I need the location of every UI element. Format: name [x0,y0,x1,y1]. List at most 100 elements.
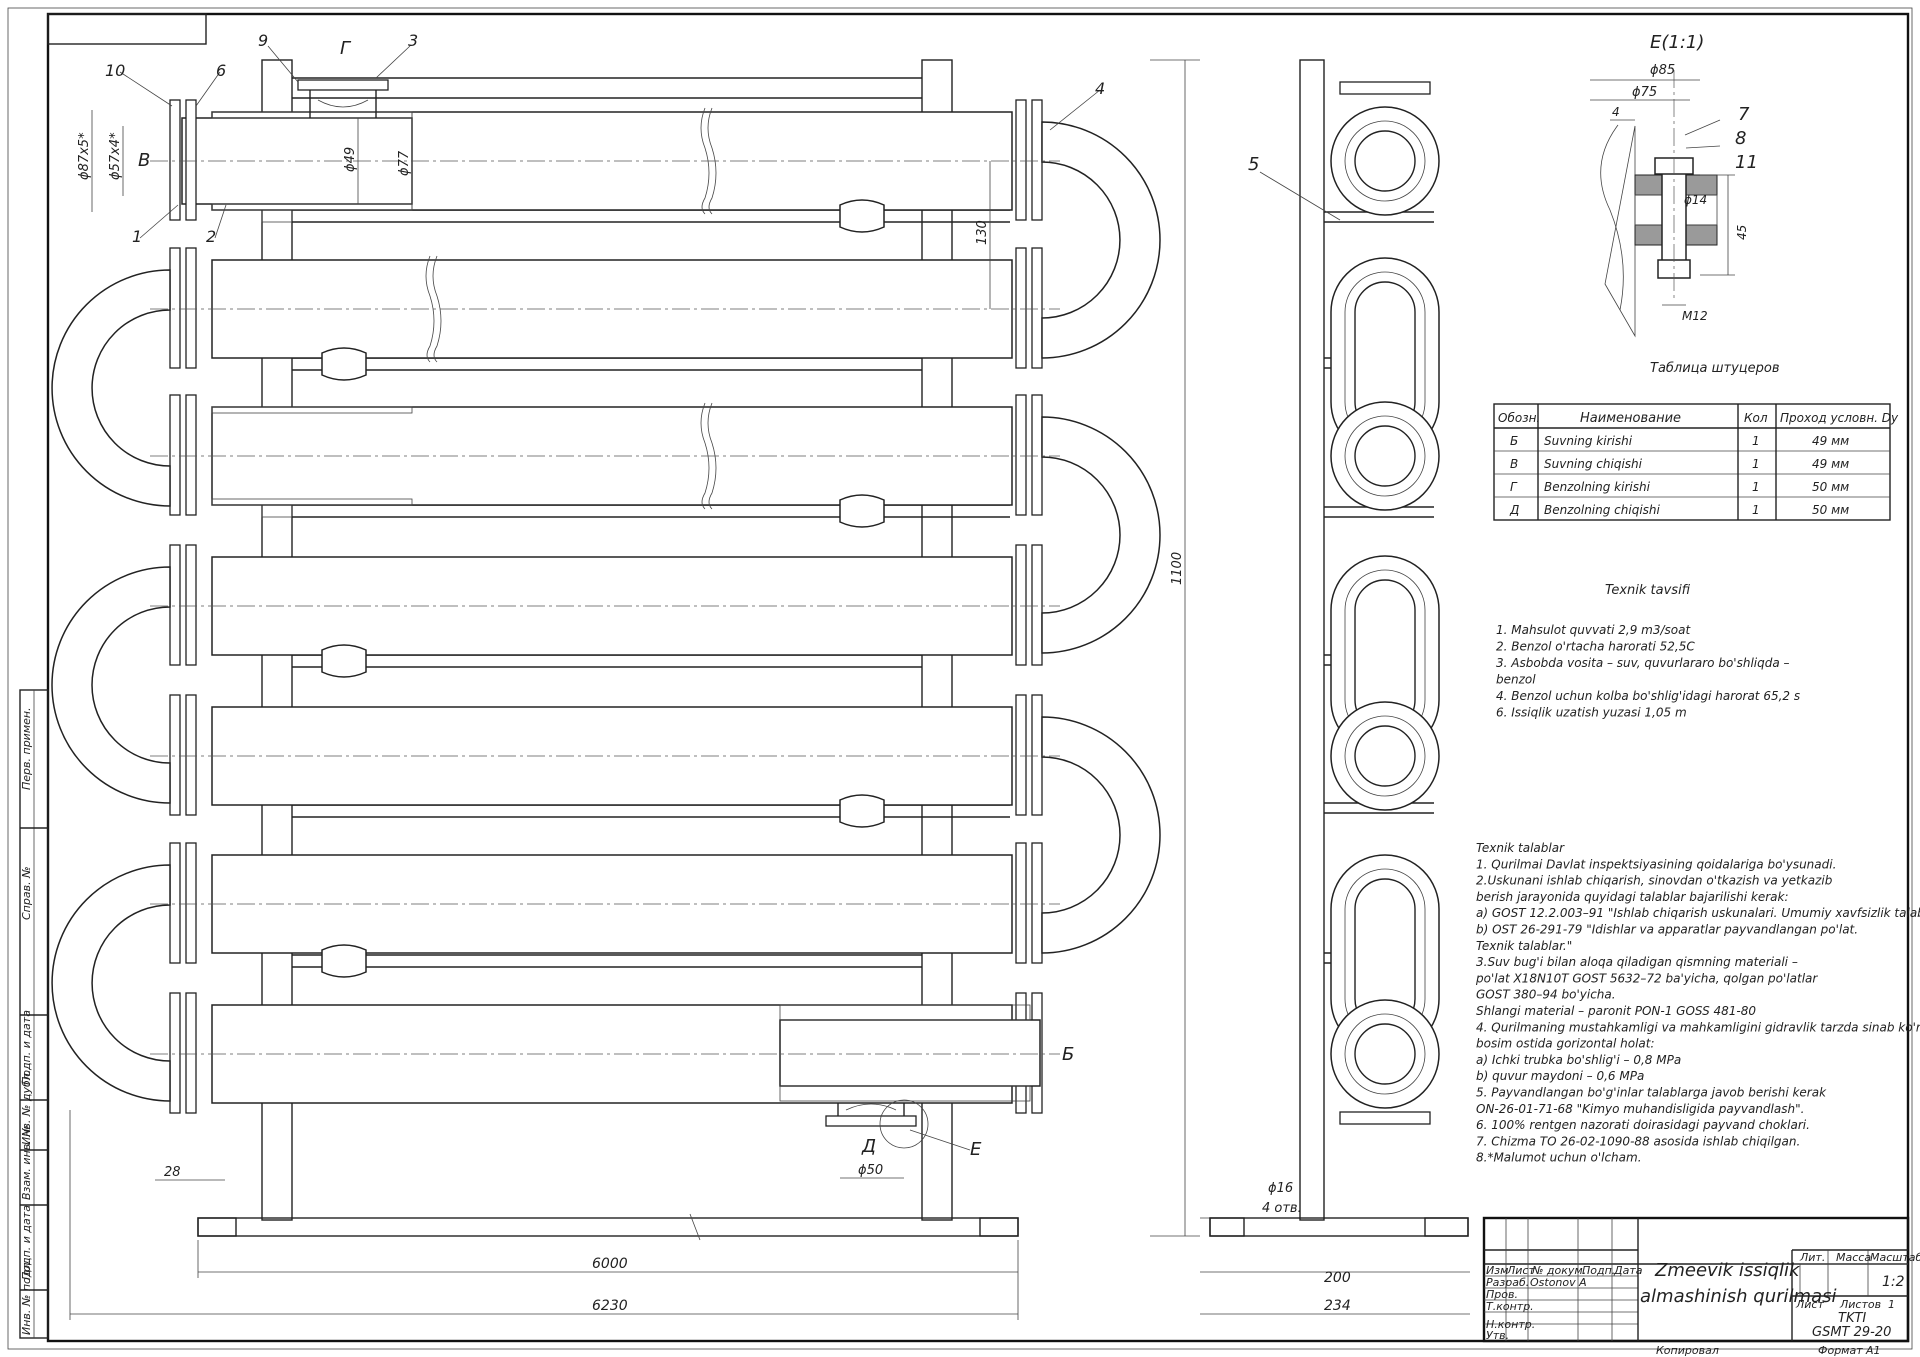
tb-razrab-name: Ostonov A [1530,1276,1587,1289]
tb-prov: Пров. [1486,1288,1518,1301]
side-view [1209,59,1469,1237]
nozzle-cell-r0-c1: Suvning kirishi [1544,434,1633,448]
tech-req-line-19: 8.*Malumot uchun o'lcham. [1476,1151,1642,1165]
tech-desc-line-3: benzol [1496,673,1536,687]
nozzle-cell-r3-c0: Д [1509,503,1519,517]
dim-d16: ϕ16 [1268,1181,1293,1196]
tb-scale: 1:2 [1882,1274,1905,1290]
section-d4: 4 [1612,105,1620,119]
callout-d: Д [861,1136,876,1157]
tech-desc-line-2: 3. Asbobda vosita – suv, quvurlararo bo'… [1496,656,1790,670]
tech-req-line-16: ON-26-01-71-68 "Kimyo muhandisligida pay… [1476,1102,1804,1116]
th-kol: Кол [1744,411,1768,425]
stamp-podp2: Подп. и дата [20,1205,33,1280]
dim-200: 200 [1324,1270,1351,1286]
callout-b: Б [1062,1044,1074,1065]
right-flanges [1015,99,1043,1114]
side-view-labels: 5 ϕ16 4 отв. 200 234 [1248,154,1351,1314]
callout-9: 9 [258,31,268,50]
nozzle-cell-r1-c2: 1 [1752,457,1760,471]
dim-234: 234 [1324,1298,1351,1314]
tb-org1: TKTI [1838,1311,1866,1326]
callout-2: 2 [206,227,216,246]
th-naim: Наименование [1580,411,1681,426]
tech-desc-title: Texnik tavsifi [1605,583,1691,598]
tech-description: Texnik tavsifi 1. Mahsulot quvvati 2,9 m… [1496,583,1800,720]
left-flanges [169,99,197,1114]
tech-req-line-7: 3.Suv bug'i bilan aloqa qiladigan qismni… [1476,955,1798,969]
nozzle-cell-r3-c1: Benzolning chiqishi [1544,503,1661,517]
tb-podp: Подп. [1582,1264,1615,1277]
dim-d77: ϕ77 [397,150,412,176]
tech-req-line-10: Shlangi material – paronit PON-1 GOSS 48… [1476,1004,1756,1018]
tech-requirements: Texnik talablar 1. Qurilmai Davlat inspek… [1475,841,1920,1165]
nozzle-cell-r0-c2: 1 [1752,434,1760,448]
stamp-vzam: Взам. инв. № [20,1125,33,1200]
nozzle-cell-r3-c3: 50 мм [1812,503,1849,517]
dim-1100: 1100 [1170,552,1185,585]
stamp-inv-podl: Инв. № подл. [20,1259,33,1335]
callout-5: 5 [1248,154,1259,175]
tech-req-line-8: po'lat X18N10T GOST 5632–72 ba'yicha, qo… [1475,971,1818,985]
callout-1: 1 [132,227,142,246]
tb-massa: Масса [1836,1251,1871,1264]
tech-req-line-0: Texnik talablar [1476,841,1565,855]
tb-lit: Лит. [1799,1251,1825,1264]
callout-4: 4 [1095,79,1105,98]
section-e-labels: E(1:1) ϕ85 ϕ75 4 7 8 11 ϕ14 45 M12 [1612,32,1758,323]
nozzle-cell-r2-c2: 1 [1752,480,1760,494]
section-d45: 45 [1735,225,1749,240]
tb-org2: GSMT 29-20 [1812,1325,1891,1340]
title-line-1: Zmeevik issiqlik [1654,1260,1801,1281]
callout-7: 7 [1738,104,1750,125]
side-tube-loops [1330,106,1440,1109]
tech-req-line-15: 5. Payvandlangan bo'g'inlar talablarga j… [1476,1086,1827,1100]
section-m12: M12 [1682,309,1708,323]
tb-utv: Утв. [1486,1329,1509,1342]
u-bends-right [1041,121,1161,954]
tech-desc-line-5: 6. Issiqlik uzatish yuzasi 1,05 m [1496,706,1687,720]
tech-desc-line-1: 2. Benzol o'rtacha harorati 52,5C [1496,640,1695,654]
nozzle-cell-r2-c3: 50 мм [1812,480,1849,494]
tb-izm: Изм [1486,1264,1508,1277]
tb-kopiroval: Копировал [1656,1344,1719,1357]
nozzle-d [825,1099,929,1149]
dim-d49: ϕ49 [343,147,358,172]
nozzle-cell-r3-c2: 1 [1752,503,1760,517]
base-beam [197,1217,1019,1237]
stamp-inv-dubl: Инв. № дубл. [20,1070,33,1145]
callout-6: 6 [216,61,226,80]
nozzle-cell-r0-c0: Б [1510,434,1518,448]
side-stamp: Перв. примен. Справ. № Подп. и дата Инв.… [19,689,49,1339]
tech-desc-line-4: 4. Benzol uchun kolba bo'shlig'idagi har… [1496,689,1800,703]
tb-listov: Листов [1839,1298,1881,1311]
stamp-sprav: Справ. № [20,866,33,920]
tech-req-line-1: 1. Qurilmai Davlat inspektsiyasining qoi… [1476,857,1836,871]
tb-list: Лист [1506,1264,1535,1277]
nozzle-cell-r1-c1: Suvning chiqishi [1544,457,1643,471]
section-d14: ϕ14 [1684,193,1707,207]
nozzle-cell-r2-c1: Benzolning kirishi [1544,480,1651,494]
callout-3: 3 [408,31,418,50]
tech-req-line-9: GOST 380–94 bo'yicha. [1476,988,1616,1002]
tb-nkontr: Н.контр. [1486,1318,1535,1331]
tb-doc: № докум. [1531,1264,1586,1277]
dim-4otv: 4 отв. [1262,1201,1302,1216]
dimension-lines [69,59,1470,1320]
nozzle-cell-r0-c3: 49 мм [1812,434,1849,448]
tech-req-line-5: b) OST 26-291-79 "Idishlar va apparatlar… [1476,923,1858,937]
front-view [51,45,1470,1320]
tech-req-line-2: 2.Uskunani ishlab chiqarish, sinovdan o'… [1476,874,1833,888]
section-d85: ϕ85 [1650,63,1675,78]
tech-req-line-3: berish jarayonida quyidagi talablar baja… [1476,890,1789,904]
dim-28: 28 [164,1165,181,1180]
tech-req-line-14: b) quvur maydoni – 0,6 MPa [1476,1069,1644,1083]
tech-req-line-17: 6. 100% rentgen nazorati doirasidagi pay… [1476,1118,1810,1132]
tb-masshtab: Масштаб [1870,1251,1920,1264]
th-oboz: Обозн. [1498,411,1540,425]
leader-lines [119,45,1101,1151]
title-line-2: almashinish qurilmasi [1640,1286,1836,1307]
dim-d50: ϕ50 [858,1163,883,1178]
tech-req-line-11: 4. Qurilmaning mustahkamligi va mahkamli… [1476,1020,1920,1034]
tb-razrab: Разраб. [1486,1276,1529,1289]
